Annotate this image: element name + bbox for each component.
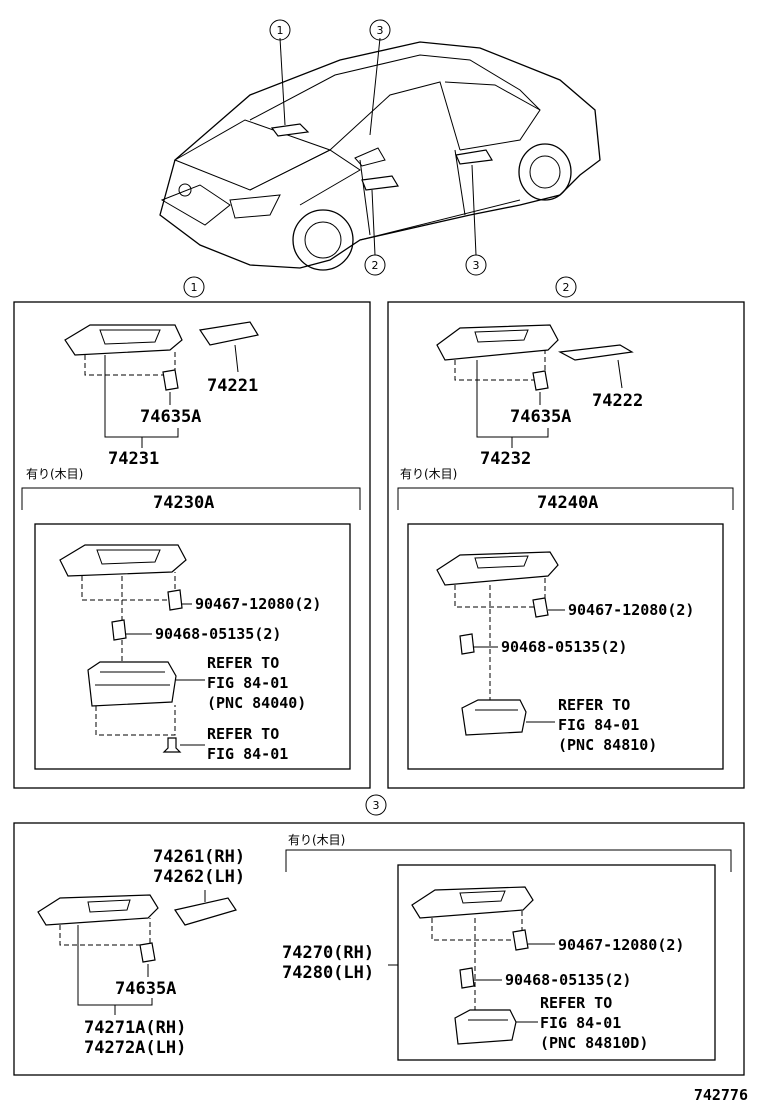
cover-74221 [198, 321, 259, 346]
label-74240A: 74240A [537, 493, 598, 513]
label-90467-p1: 90467-12080(2) [195, 595, 321, 613]
label-74221: 74221 [207, 376, 258, 396]
switch-base-assy-74230A [59, 544, 187, 577]
label-74635A-p2: 74635A [510, 407, 571, 427]
bolt-icon [162, 737, 182, 753]
callout-2-car: 2 [372, 259, 379, 272]
screw-90467-p2 [532, 597, 549, 618]
label-90468-p3: 90468-05135(2) [505, 971, 631, 989]
panel-1: 1 74221 74635A 74231 有り(木目) 74230A 90467… [13, 276, 371, 789]
figure-id: 742776 [694, 1086, 748, 1104]
label-74635A-p3: 74635A [115, 979, 176, 999]
refer-84810-line2: FIG 84-01 [558, 716, 639, 734]
label-74231: 74231 [108, 449, 159, 469]
label-74280: 74280(LH) [282, 963, 374, 983]
label-90467-p3: 90467-12080(2) [558, 936, 684, 954]
clip-74635A [162, 369, 179, 391]
panel-2: 2 74222 74635A 74232 有り(木目) 74240A 90467… [387, 276, 745, 789]
callout-3-car-bottom: 3 [473, 259, 480, 272]
refer-84040-line1: REFER TO [207, 654, 279, 672]
switch-module-84040 [87, 661, 177, 707]
label-74230A: 74230A [153, 493, 214, 513]
label-74271A: 74271A(RH) [84, 1018, 186, 1038]
label-90468-p1: 90468-05135(2) [155, 625, 281, 643]
refer-84810D-line3: (PNC 84810D) [540, 1034, 648, 1052]
switch-module-84810 [461, 699, 527, 736]
label-74261: 74261(RH) [153, 847, 245, 867]
clip-90468-p2 [459, 633, 475, 655]
panel-3: 3 74261(RH) 74262(LH) 74635A 74271A(RH) … [13, 794, 745, 1076]
refer-84040-line3: (PNC 84040) [207, 694, 306, 712]
switch-module-84810D [454, 1009, 517, 1045]
clip-74635A-p2 [532, 370, 549, 391]
option-label-p1: 有り(木目) [26, 467, 83, 481]
refer-84040-line2: FIG 84-01 [207, 674, 288, 692]
callout-1-car: 1 [277, 24, 284, 37]
label-74270: 74270(RH) [282, 943, 374, 963]
screw-90467 [167, 589, 183, 611]
car-illustration: 1 3 2 3 [159, 19, 601, 276]
switch-base-74271A [37, 894, 159, 926]
label-74272A: 74272A(LH) [84, 1038, 186, 1058]
screw-90467-p3 [512, 929, 529, 951]
cover-74222 [558, 344, 634, 361]
clip-90468 [111, 619, 127, 641]
switch-base-assy-74240A [436, 551, 559, 586]
refer-bolt-line1: REFER TO [207, 725, 279, 743]
cover-74261 [174, 897, 237, 926]
clip-90468-p3 [459, 967, 475, 989]
refer-84810D-line2: FIG 84-01 [540, 1014, 621, 1032]
option-label-p2: 有り(木目) [400, 467, 457, 481]
clip-74635A-p3 [139, 942, 156, 963]
refer-bolt-line2: FIG 84-01 [207, 745, 288, 763]
switch-base-74232 [436, 324, 559, 361]
refer-84810-line1: REFER TO [558, 696, 630, 714]
label-74222: 74222 [592, 391, 643, 411]
callout-2-panel: 2 [563, 281, 570, 294]
label-74232: 74232 [480, 449, 531, 469]
label-90468-p2: 90468-05135(2) [501, 638, 627, 656]
callout-1-panel: 1 [191, 281, 198, 294]
option-label-p3: 有り(木目) [288, 833, 345, 847]
callout-3-panel: 3 [373, 799, 380, 812]
label-74635A-p1: 74635A [140, 407, 201, 427]
refer-84810-line3: (PNC 84810) [558, 736, 657, 754]
refer-84810D-line1: REFER TO [540, 994, 612, 1012]
callout-3-car-top: 3 [377, 24, 384, 37]
switch-base-74231 [64, 324, 183, 356]
label-90467-p2: 90467-12080(2) [568, 601, 694, 619]
label-74262: 74262(LH) [153, 867, 245, 887]
